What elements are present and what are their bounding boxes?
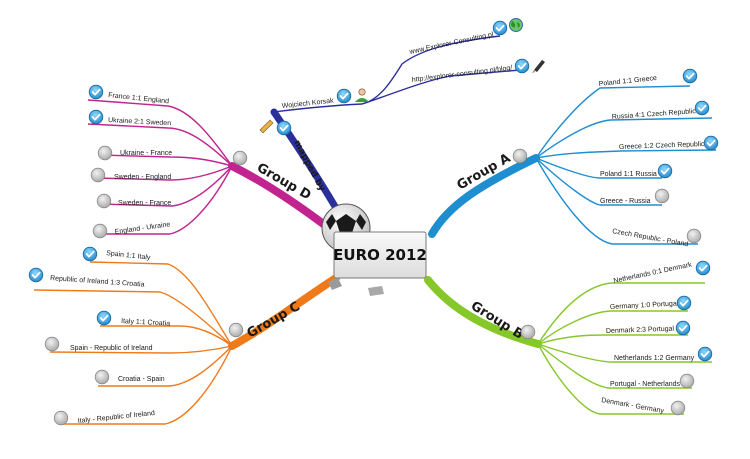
- blog-status-icon: [514, 58, 530, 74]
- match-label: Spain - Republic of Ireland: [70, 345, 153, 352]
- pending-circle-icon: [670, 400, 686, 416]
- group-b-branch: [424, 276, 712, 415]
- pending-circle-icon: [44, 336, 60, 352]
- pending-circle-icon: [97, 145, 113, 161]
- central-title: EURO 2012: [333, 246, 427, 264]
- match-item[interactable]: Poland 1:1 Russia: [600, 163, 673, 179]
- match-item[interactable]: Denmark - Germany: [601, 397, 686, 416]
- pending-circle-icon: [92, 223, 108, 239]
- match-item[interactable]: Italy - Republic of Ireland: [53, 410, 155, 426]
- match-item[interactable]: Portugal - Netherlands: [610, 373, 695, 389]
- group-c-status-icon: [228, 322, 244, 338]
- match-label: Sweden - France: [118, 200, 171, 207]
- match-label: Ukraine - France: [120, 150, 172, 157]
- checkmark-icon: [703, 135, 719, 151]
- match-label: Italy - Republic of Ireland: [77, 410, 155, 425]
- group-b-status-icon: [520, 324, 536, 340]
- central-node[interactable]: EURO 2012: [321, 203, 427, 296]
- group-d-status-icon: [232, 150, 248, 166]
- checkmark-icon: [96, 310, 112, 326]
- checkmark-icon: [657, 163, 673, 179]
- match-label: Netherlands 0:1 Denmark: [613, 261, 693, 285]
- match-label: Spain 1:1 Italy: [106, 250, 151, 262]
- checkmark-icon: [697, 346, 713, 362]
- checkmark-icon: [82, 246, 98, 262]
- match-item[interactable]: Ukraine - France: [97, 145, 172, 161]
- match-label: Denmark - Germany: [601, 397, 665, 415]
- pencil-icon: [259, 119, 274, 134]
- match-item[interactable]: Greece 1:2 Czech Republic: [619, 135, 719, 151]
- pending-circle-icon: [53, 410, 69, 426]
- author-status-icon: [336, 88, 352, 104]
- website-status-icon: [492, 20, 508, 36]
- match-item[interactable]: Croatia - Spain: [94, 369, 165, 385]
- checkmark-icon: [675, 320, 691, 336]
- decoration-left-icon: [328, 278, 342, 290]
- match-label: Portugal - Netherlands: [610, 381, 681, 388]
- match-item[interactable]: Germany 1:0 Portugal: [610, 295, 692, 311]
- checkmark-icon: [88, 84, 104, 100]
- match-label: Greece - Russia: [600, 198, 651, 205]
- group-a-status-icon: [512, 148, 528, 164]
- match-item[interactable]: Spain - Republic of Ireland: [44, 336, 153, 352]
- checkmark-icon: [676, 295, 692, 311]
- pending-circle-icon: [654, 188, 670, 204]
- match-label: Netherlands 1:2 Germany: [614, 355, 695, 362]
- group-c-label: Group C: [245, 299, 303, 341]
- match-item[interactable]: France 1:1 England: [88, 84, 169, 105]
- website-link[interactable]: www.Explorer-Consulting.pl: [408, 18, 523, 57]
- match-label: Germany 1:0 Portugal: [610, 300, 679, 311]
- checkmark-icon: [28, 267, 44, 283]
- checkmark-icon: [682, 68, 698, 84]
- match-label: Greece 1:2 Czech Republic: [619, 141, 705, 151]
- match-label: Czech Republic - Poland: [612, 228, 689, 248]
- group-c-node[interactable]: Group C: [228, 299, 303, 341]
- pending-circle-icon: [679, 373, 695, 389]
- match-label: Republic of Ireland 1:3 Croatia: [50, 275, 145, 289]
- pending-circle-icon: [686, 228, 702, 244]
- match-item[interactable]: Czech Republic - Poland: [612, 228, 702, 248]
- checkmark-icon: [88, 109, 104, 125]
- pen-icon: [532, 60, 545, 73]
- match-item[interactable]: Denmark 2:3 Portugal: [606, 320, 691, 336]
- match-label: Poland 1:1 Russia: [600, 171, 657, 178]
- match-label: Denmark 2:3 Portugal: [606, 326, 675, 335]
- globe-icon: [509, 18, 523, 32]
- website-link-text[interactable]: www.Explorer-Consulting.pl: [408, 31, 495, 56]
- pending-circle-icon: [90, 167, 106, 183]
- group-c-branch: [33, 261, 340, 425]
- match-item[interactable]: Italy 1:1 Croatia: [96, 310, 170, 328]
- match-item[interactable]: Greece - Russia: [600, 188, 670, 205]
- blog-link-text[interactable]: http://explorer-consulting.pl/blog/: [411, 65, 512, 84]
- match-item[interactable]: Republic of Ireland 1:3 Croatia: [28, 267, 145, 289]
- mapped-by-status-icon: [276, 120, 292, 136]
- match-label: Ukraine 2:1 Sweden: [108, 117, 171, 127]
- person-icon: [355, 88, 369, 102]
- match-label: Sweden - England: [114, 174, 171, 181]
- match-item[interactable]: Sweden - France: [96, 193, 171, 209]
- match-item[interactable]: Spain 1:1 Italy: [82, 246, 151, 262]
- pending-circle-icon: [96, 193, 112, 209]
- blog-link[interactable]: http://explorer-consulting.pl/blog/: [411, 58, 545, 84]
- match-label: Croatia - Spain: [118, 376, 165, 383]
- pending-circle-icon: [94, 369, 110, 385]
- checkmark-icon: [694, 100, 710, 116]
- match-item[interactable]: Netherlands 0:1 Denmark: [613, 260, 711, 285]
- match-item[interactable]: Poland 1:1 Greece: [598, 68, 698, 88]
- decoration-right-icon: [368, 286, 384, 296]
- group-a-branch: [428, 85, 717, 245]
- match-item[interactable]: Ukraine 2:1 Sweden: [88, 109, 171, 127]
- match-item[interactable]: Sweden - England: [90, 167, 171, 183]
- match-label: Poland 1:1 Greece: [598, 75, 657, 88]
- match-item[interactable]: Netherlands 1:2 Germany: [614, 346, 713, 362]
- match-item[interactable]: England - Ukraine: [92, 221, 171, 239]
- checkmark-icon: [695, 260, 711, 276]
- match-label: Italy 1:1 Croatia: [121, 318, 170, 328]
